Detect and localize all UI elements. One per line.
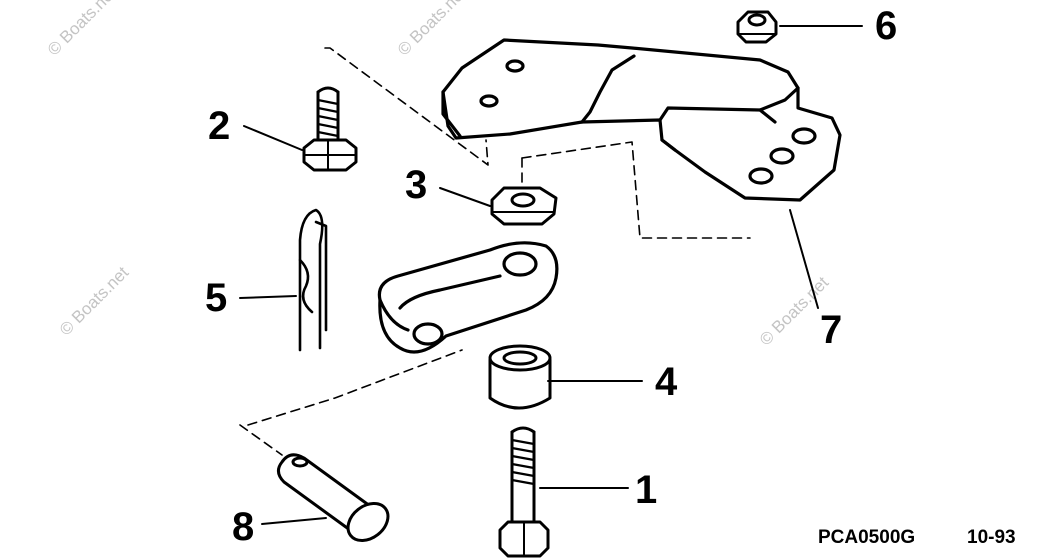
callout-3: 3	[405, 163, 428, 207]
callout-6: 6	[875, 4, 898, 48]
hex-nut	[490, 186, 558, 226]
callout-2: 2	[208, 104, 231, 148]
date-code: 10-93	[967, 527, 1016, 548]
callout-5: 5	[205, 276, 228, 320]
leader-lines	[239, 25, 863, 525]
bracket-plate	[441, 38, 842, 202]
bolt-upper	[302, 86, 358, 172]
shift-link-yoke	[377, 241, 559, 354]
clevis-pin	[277, 453, 390, 543]
callout-1: 1	[635, 468, 658, 512]
callout-7: 7	[820, 308, 843, 352]
callout-8: 8	[232, 505, 255, 549]
bushing	[488, 344, 552, 410]
bolt-lower	[498, 426, 550, 558]
part-code: PCA0500G	[818, 527, 916, 548]
lock-nut-small	[736, 10, 778, 44]
callout-4: 4	[655, 360, 678, 404]
hairpin-clip	[298, 208, 328, 352]
assembly-guide-lines	[239, 47, 751, 456]
